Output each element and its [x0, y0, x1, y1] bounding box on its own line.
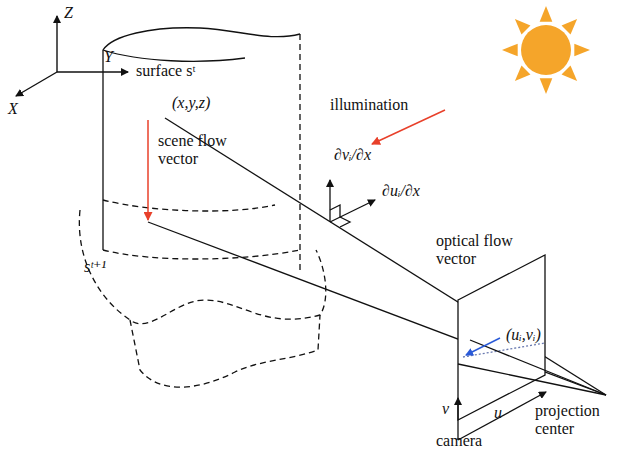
sun-ray: [540, 78, 553, 94]
axes: [16, 16, 128, 96]
scene-flow-arrow: [147, 120, 149, 220]
axis-label: v: [442, 400, 449, 418]
axis-label: X: [8, 100, 18, 118]
sun-ray: [574, 44, 590, 57]
axis-label: Y: [104, 48, 113, 66]
projection-center-label: projection center: [535, 402, 615, 437]
camera-label: camera: [436, 432, 482, 450]
derivative-label: ∂uᵢ/∂x: [382, 182, 420, 200]
axis-label: u: [494, 404, 502, 422]
axis-label: Z: [64, 4, 73, 22]
optical-flow-arrow: [466, 338, 500, 355]
surface: [79, 28, 325, 387]
illumination-label: illumination: [330, 96, 408, 114]
surface-label: sᵗ⁺¹: [84, 258, 106, 276]
local-frame: [330, 180, 375, 227]
sun-ray: [562, 19, 578, 35]
sun-ray: [515, 66, 531, 82]
point-label: (x,y,z): [172, 94, 210, 112]
optical-flow-label: optical flow vector: [436, 232, 531, 267]
sun-ray: [502, 44, 518, 57]
pixel-label: (uᵢ,vᵢ): [506, 326, 541, 344]
illumination-arrow: [372, 110, 445, 144]
sun: [502, 6, 590, 94]
sun-ray: [540, 6, 553, 22]
scene-flow-label: scene flow vector: [158, 132, 248, 167]
surface-label: surface sᵗ: [136, 62, 195, 80]
derivative-label: ∂vᵢ/∂x: [334, 146, 371, 164]
sun-ray: [562, 66, 578, 82]
sun-ray: [515, 19, 531, 35]
